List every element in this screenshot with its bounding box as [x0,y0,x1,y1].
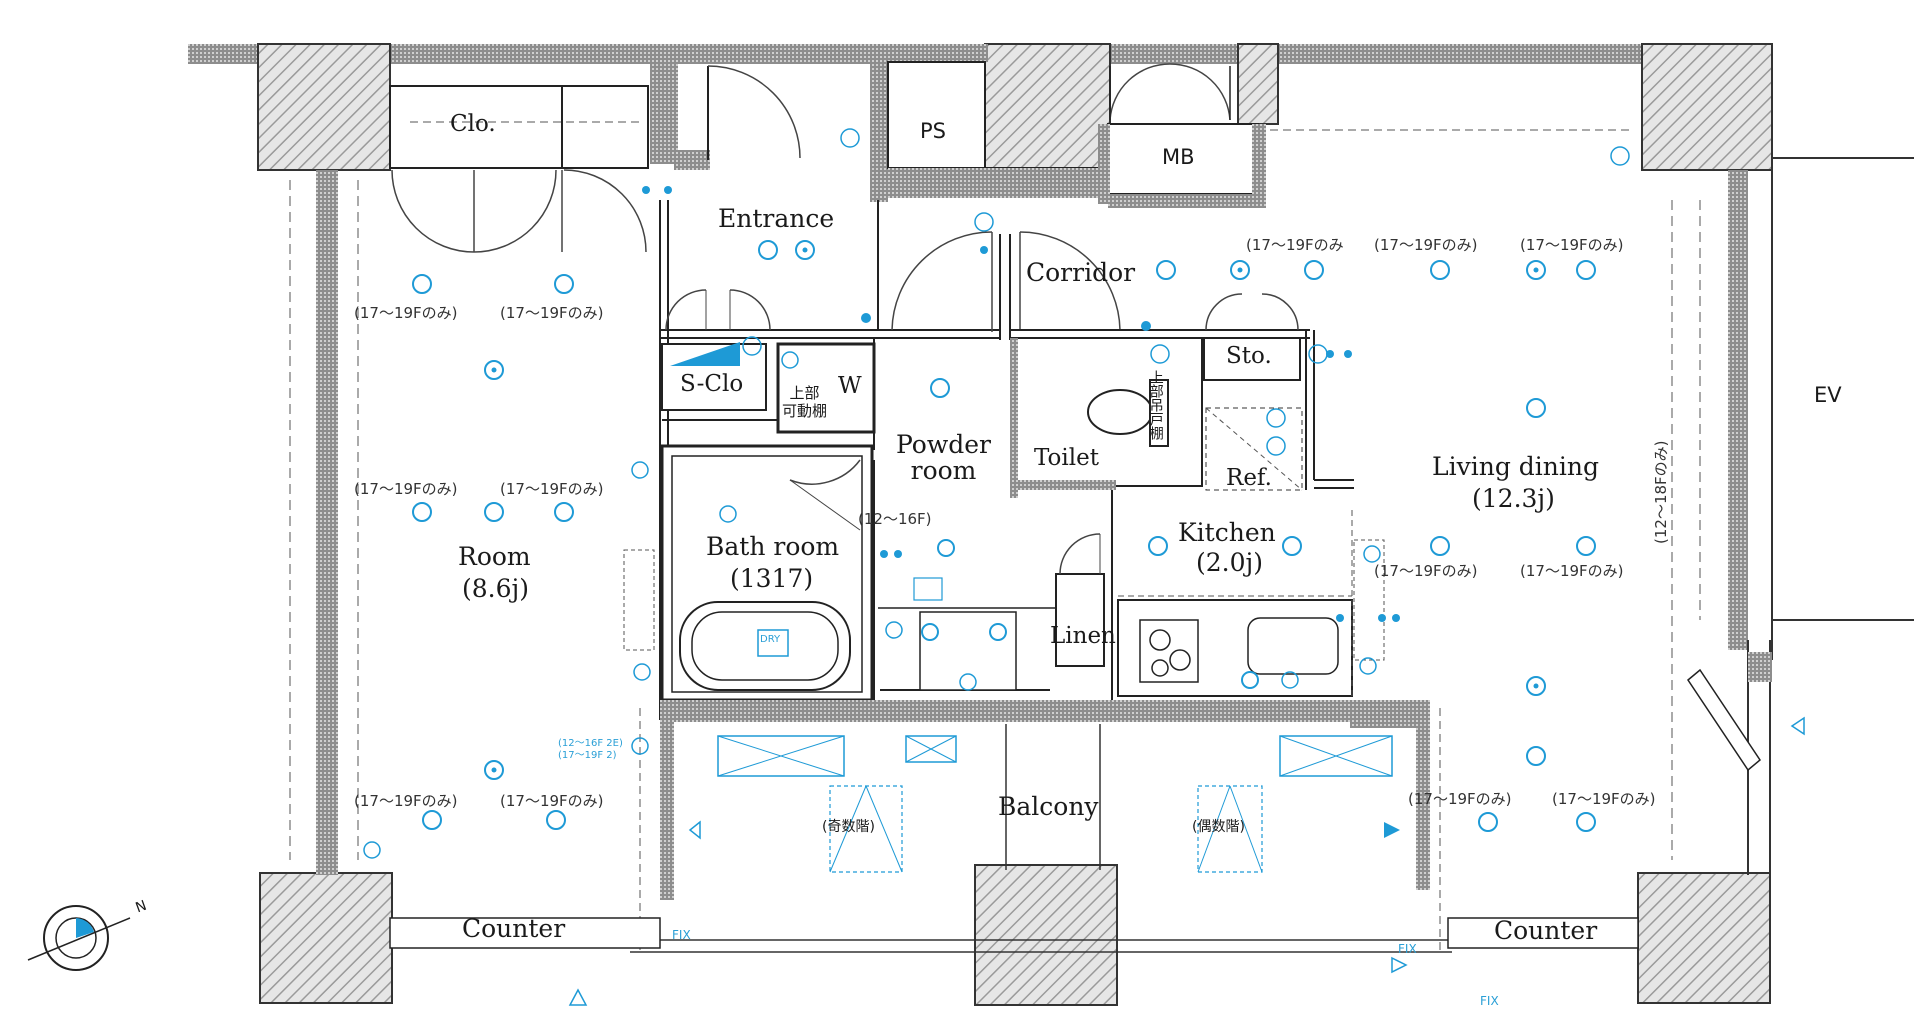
note-ld-bottom-1: (17～19Fのみ) [1408,790,1512,808]
bath-size-label: (1317) [730,564,814,593]
note-ld-vertical: (12～18Fのみ) [1652,440,1670,544]
note-room-top-left: (17～19Fのみ) [354,304,458,322]
living-dining-size-label: (12.3j) [1472,484,1555,513]
note-room-bottom-right: (17～19Fのみ) [500,792,604,810]
note-ld-top-1: (17～19Fのみ [1246,236,1344,254]
toilet-shelf-note: 上部吊戸棚 [1147,370,1164,440]
shoe-closet-label: S-Clo [680,371,744,397]
left-wall [316,170,338,875]
column-bottom-right [1637,872,1771,1004]
closet-label: Clo. [450,111,496,137]
ev-label: EV [1814,383,1842,407]
note-ld-top-2: (17～19Fのみ) [1374,236,1478,254]
note-ld-mid-1: (17～19Fのみ) [1374,562,1478,580]
toilet-label: Toilet [1034,445,1099,471]
entrance-label: Entrance [718,204,835,233]
storage-label: Sto. [1226,343,1272,369]
note-room-mid-right: (17～19Fのみ) [500,480,604,498]
corridor-label: Corridor [1026,258,1136,287]
room-label: Room [458,542,531,571]
linen-label: Linen [1050,623,1116,649]
note-ld-mid-2: (17～19Fのみ) [1520,562,1624,580]
even-floors-note: (偶数階) [1192,819,1245,835]
switches [642,186,1400,622]
counter-left-label: Counter [462,914,566,943]
fix-note-2: FIX [1398,942,1417,956]
washer-shelf-note: 上部 可動棚 [782,384,828,420]
note-powder: (12～16F) [858,510,932,528]
note-room-mid-left: (17～19Fのみ) [354,480,458,498]
counter-right-label: Counter [1494,916,1598,945]
refrigerator-label: Ref. [1226,465,1272,491]
column-bottom-left [259,872,393,1004]
mb-label: MB [1162,145,1195,169]
column-top-left [257,43,391,171]
dry-label: DRY [760,634,781,645]
fix-note-3: FIX [1480,994,1499,1008]
kitchen-size-label: (2.0j) [1196,548,1264,577]
room-size-label: (8.6j) [462,574,530,603]
column-top-right [1641,43,1773,171]
column-bottom-center [974,864,1118,1006]
column-top-center [984,43,1111,171]
washer-label: W [838,373,862,399]
ceiling-lights [412,240,1596,832]
note-room-bottom-left: (17～19Fのみ) [354,792,458,810]
powder-room-label: Powder room [896,430,992,486]
bath-room-label: Bath room [706,532,840,561]
living-dining-label: Living dining [1432,452,1599,481]
note-ld-bottom-2: (17～19Fのみ) [1552,790,1656,808]
downlights [484,240,1546,780]
ps-label: PS [920,119,946,143]
note-ld-top-3: (17～19Fのみ) [1520,236,1624,254]
odd-floors-note: (奇数階) [822,819,875,835]
kitchen-label: Kitchen [1178,518,1276,547]
north-compass [27,905,131,971]
right-wall [1728,170,1748,650]
note-room-top-right: (17～19Fのみ) [500,304,604,322]
balcony-label: Balcony [998,792,1099,821]
fix-note-1: FIX [672,928,691,942]
note-balcony-outlet: (12～16F 2E) (17～19F 2) [558,738,623,761]
column-mb-top [1237,43,1279,125]
